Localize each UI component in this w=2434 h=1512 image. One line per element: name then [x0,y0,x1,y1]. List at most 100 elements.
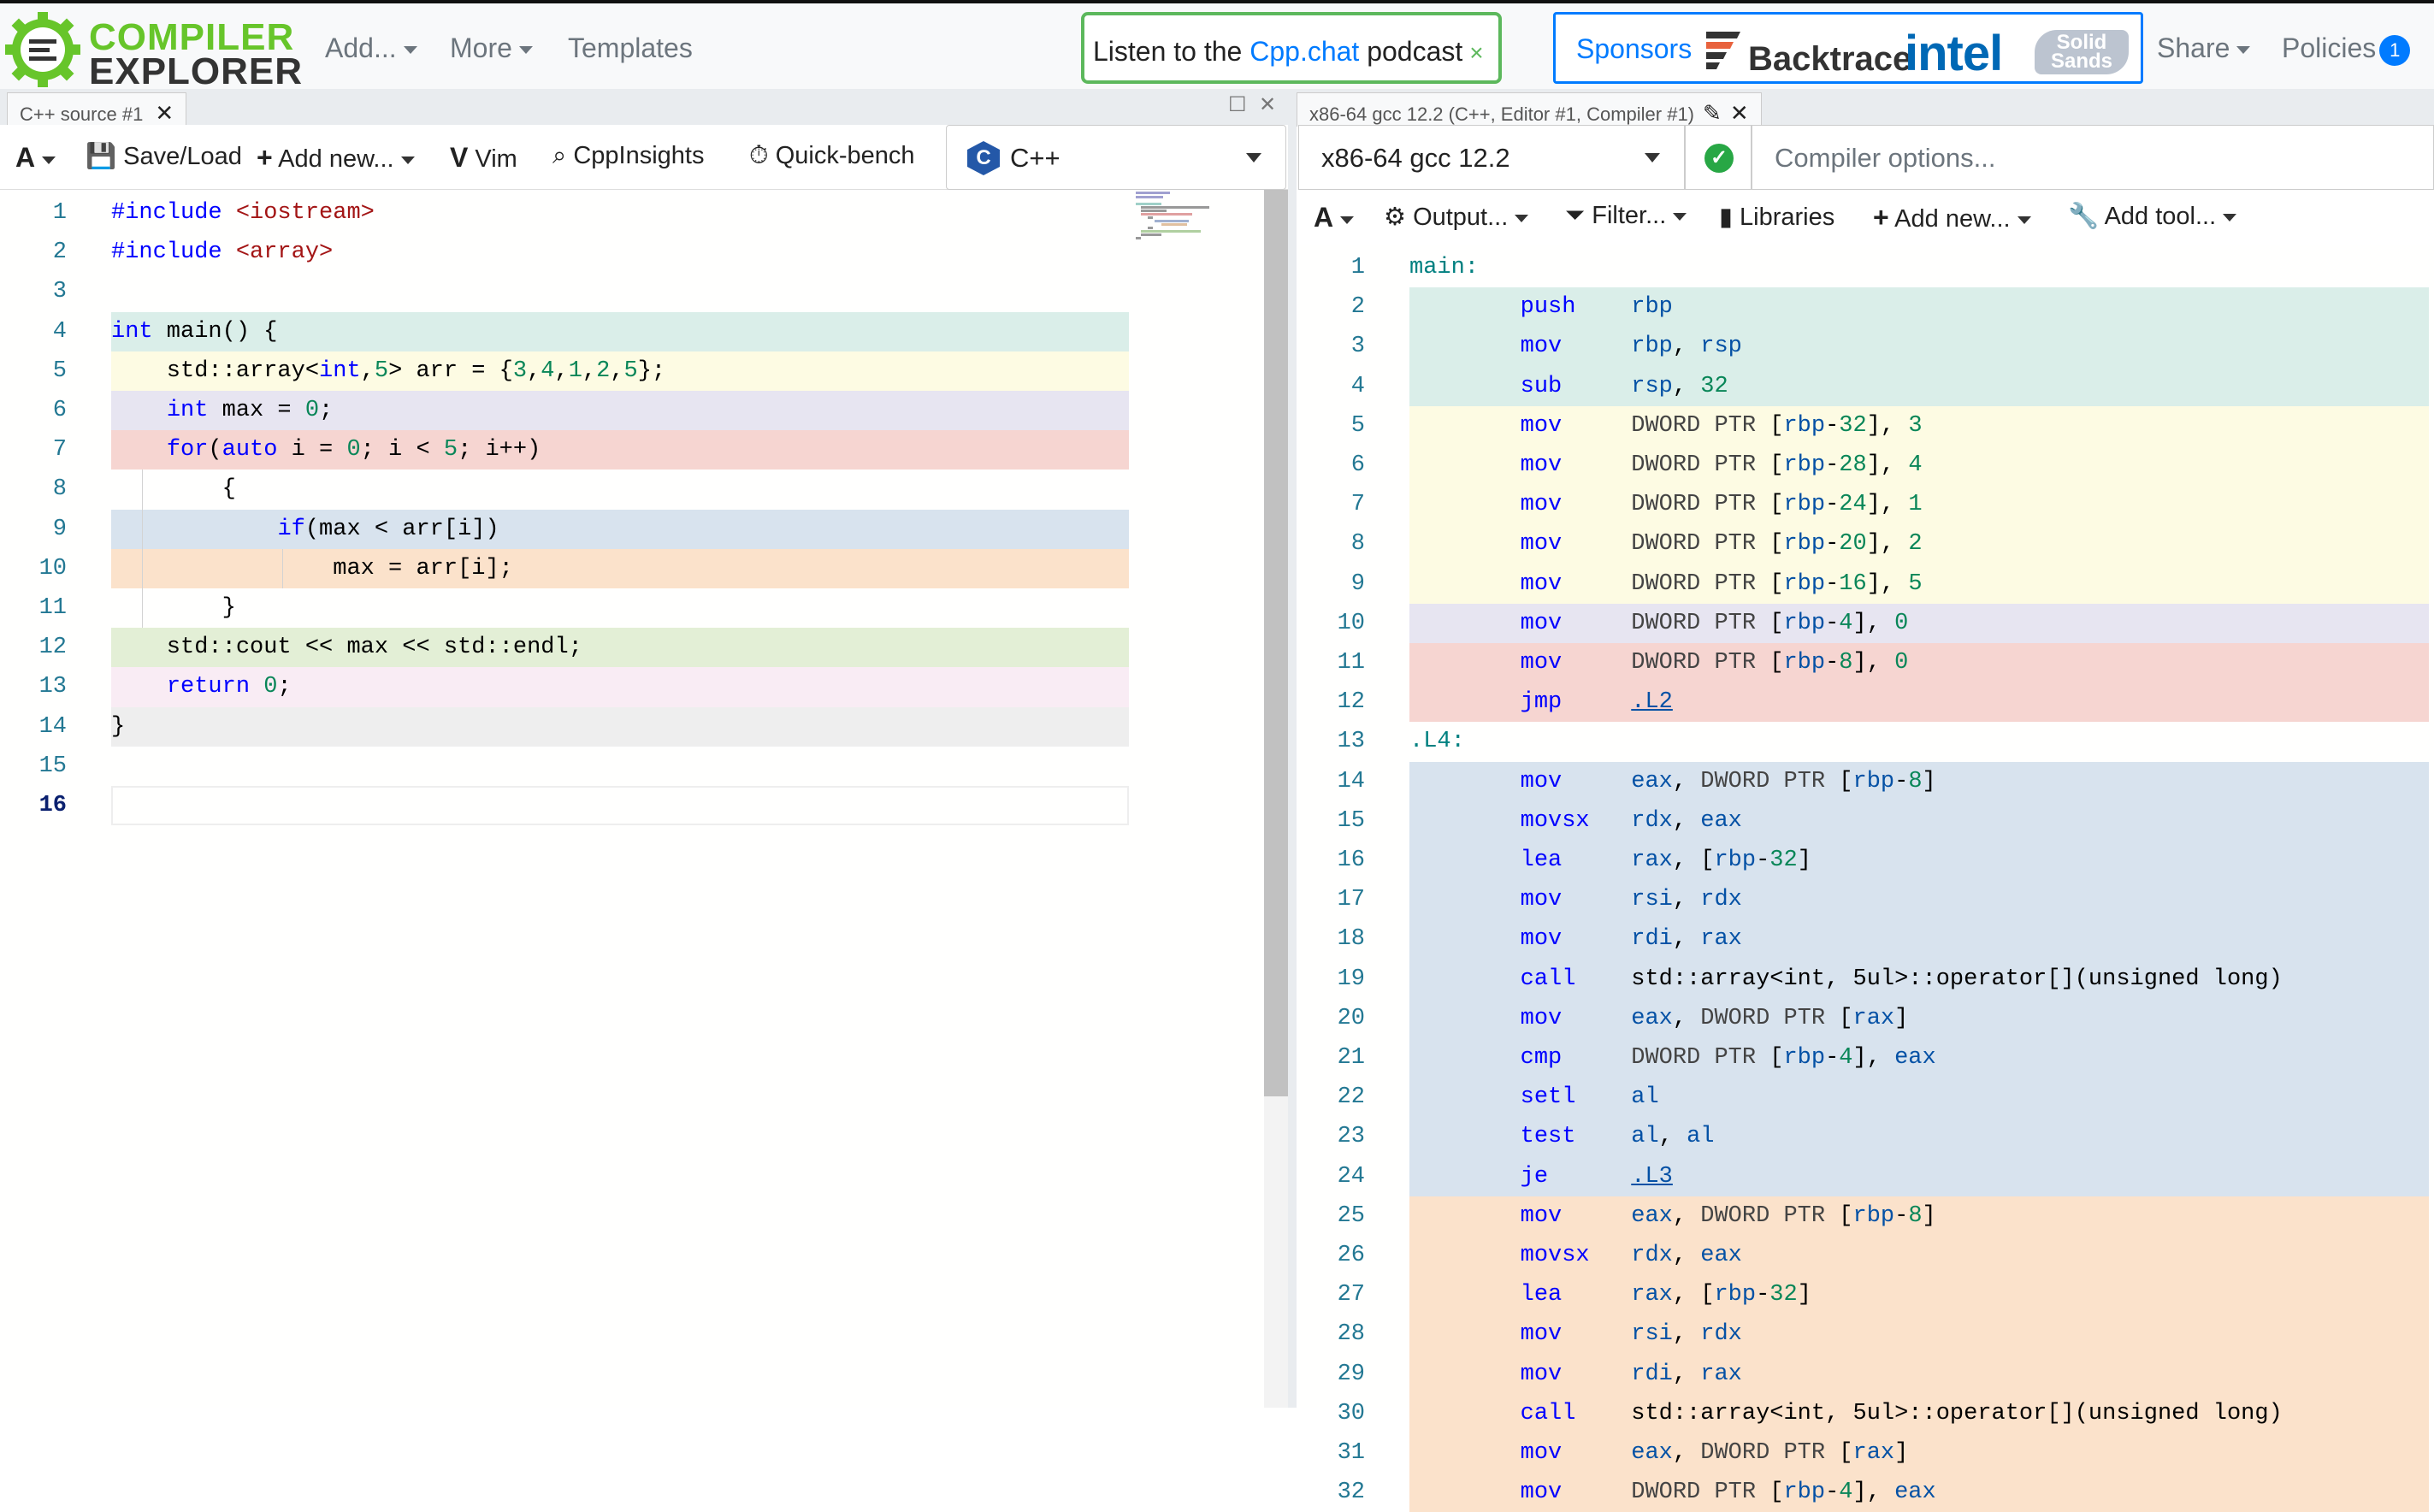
close-icon[interactable]: ✕ [1729,100,1749,126]
code-line[interactable]: return 0; [111,667,1129,707]
share-menu[interactable]: Share [2157,32,2251,64]
asm-line[interactable]: lea rax, [rbp-32] [1409,841,2429,881]
asm-line[interactable]: mov eax, DWORD PTR [rbp-8] [1409,761,2429,801]
asm-line[interactable]: .L4: [1409,729,1465,755]
pencil-icon[interactable]: ✎ [1703,100,1722,126]
compiler-explorer-logo[interactable]: COMPILER EXPLORER [3,9,302,91]
libraries-button[interactable]: ▮ Libraries [1719,202,1834,232]
backtrace-text: Backtrace [1748,40,1912,78]
asm-line[interactable]: mov DWORD PTR [rbp-4], eax [1409,1473,2429,1512]
code-line[interactable]: } [111,706,1129,747]
asm-line-number: 4 [1350,373,1365,399]
asm-line[interactable]: mov rbp, rsp [1409,327,2429,367]
output-menu[interactable]: ⚙ Output... [1384,202,1529,232]
close-pane-icon[interactable]: ✕ [1259,93,1277,116]
asm-line[interactable]: mov DWORD PTR [rbp-16], 5 [1409,564,2429,604]
pane-splitter[interactable] [1288,89,1297,1408]
asm-line[interactable]: mov DWORD PTR [rbp-4], 0 [1409,603,2429,643]
asm-line[interactable]: mov DWORD PTR [rbp-24], 1 [1409,485,2429,525]
asm-line[interactable]: mov DWORD PTR [rbp-20], 2 [1409,524,2429,564]
asm-line[interactable]: mov eax, DWORD PTR [rax] [1409,998,2429,1038]
code-line[interactable]: } [111,588,1129,628]
asm-line[interactable]: setl al [1409,1078,2429,1118]
font-size-menu[interactable]: A [1314,202,1355,233]
code-line[interactable] [111,272,1129,311]
add-tool-menu[interactable]: 🔧 Add tool... [2068,202,2237,231]
nav-more-menu[interactable]: More [450,32,533,64]
compiler-select[interactable]: x86-64 gcc 12.2 [1298,125,1685,190]
vim-toggle-button[interactable]: V Vim [450,142,517,174]
compiler-options-field[interactable]: Compiler options... [1752,125,2434,190]
logo-text-compiler: COMPILER [89,16,295,58]
asm-line[interactable]: test al, al [1409,1117,2429,1157]
minimap[interactable] [1134,190,1262,241]
code-line[interactable] [111,747,1129,786]
asm-line[interactable]: mov DWORD PTR [rbp-28], 4 [1409,446,2429,486]
code-line[interactable]: std::array<int,5> arr = {3,4,1,2,5}; [111,351,1129,391]
font-size-menu[interactable]: A [15,142,56,174]
add-new-button[interactable]: + Add new... [257,142,415,174]
asm-line[interactable]: mov rsi, rdx [1409,880,2429,920]
add-tool-label: Add tool... [2104,203,2217,230]
asm-line-number: 21 [1337,1045,1365,1071]
tab-compiler[interactable]: x86-64 gcc 12.2 (C++, Editor #1, Compile… [1297,92,1762,127]
maximize-icon[interactable]: ☐ [1228,93,1247,116]
source-scrollbar[interactable] [1264,190,1288,1408]
compile-status[interactable]: ✓ [1685,125,1752,190]
asm-line[interactable]: movsx rdx, eax [1409,800,2429,841]
plus-icon: + [1873,202,1889,233]
code-line[interactable]: int main() { [111,311,1129,351]
scrollbar-thumb[interactable] [1264,190,1288,1096]
save-load-button[interactable]: 💾 Save/Load [86,142,242,171]
code-line[interactable]: int max = 0; [111,391,1129,431]
nav-add-menu[interactable]: Add... [325,32,417,64]
tab-cpp-source[interactable]: C++ source #1✕ [7,92,187,127]
code-line[interactable] [111,786,1129,826]
asm-line-number: 17 [1337,887,1365,913]
language-select[interactable]: C C++ [946,125,1286,190]
asm-line[interactable]: mov DWORD PTR [rbp-8], 0 [1409,643,2429,683]
asm-line[interactable]: mov DWORD PTR [rbp-32], 3 [1409,405,2429,446]
asm-line[interactable]: movsx rdx, eax [1409,1236,2429,1276]
asm-line[interactable]: call std::array<int, 5ul>::operator[](un… [1409,959,2429,999]
asm-line[interactable]: sub rsp, 32 [1409,366,2429,406]
policies-label: Policies [2282,32,2377,63]
code-line[interactable]: #include <array> [111,233,1129,272]
asm-line[interactable]: main: [1409,255,1480,281]
code-line[interactable]: std::cout << max << std::endl; [111,628,1129,668]
asm-line[interactable]: call std::array<int, 5ul>::operator[](un… [1409,1393,2429,1433]
asm-line-number: 9 [1350,570,1365,597]
asm-line[interactable]: mov rsi, rdx [1409,1314,2429,1355]
cppinsights-button[interactable]: ⌕ CppInsights [552,142,704,170]
code-line[interactable]: if(max < arr[i]) [111,509,1129,549]
code-line[interactable]: max = arr[i]; [111,548,1129,588]
asm-line[interactable]: mov rdi, rax [1409,919,2429,960]
asm-line[interactable]: mov eax, DWORD PTR [rbp-8] [1409,1196,2429,1236]
asm-line[interactable]: lea rax, [rbp-32] [1409,1275,2429,1315]
asm-line[interactable]: cmp DWORD PTR [rbp-4], eax [1409,1038,2429,1078]
asm-line[interactable]: jmp .L2 [1409,682,2429,723]
indent-guide [282,548,283,588]
code-text: #include <iostream> [111,200,375,226]
nav-templates[interactable]: Templates [568,32,693,63]
asm-line[interactable]: je .L3 [1409,1156,2429,1196]
asm-line[interactable]: mov rdi, rax [1409,1354,2429,1394]
add-new-menu[interactable]: + Add new... [1873,202,2031,233]
quickbench-button[interactable]: ⏱ Quick-bench [749,142,915,170]
podcast-banner[interactable]: Listen to the Cpp.chat podcast× [1081,12,1502,84]
caret-down-icon [400,156,415,164]
podcast-link[interactable]: Cpp.chat [1249,36,1360,67]
filter-menu[interactable]: ⏷ Filter... [1565,202,1687,230]
code-line[interactable]: { [111,470,1129,509]
code-line[interactable]: #include <iostream> [111,193,1129,233]
podcast-close-icon[interactable]: × [1469,39,1484,66]
close-icon[interactable]: ✕ [155,100,174,126]
code-line[interactable]: for(auto i = 0; i < 5; i++) [111,430,1129,470]
asm-line[interactable]: push rbp [1409,287,2429,328]
asm-line[interactable]: mov eax, DWORD PTR [rax] [1409,1433,2429,1474]
line-number: 13 [38,674,67,700]
